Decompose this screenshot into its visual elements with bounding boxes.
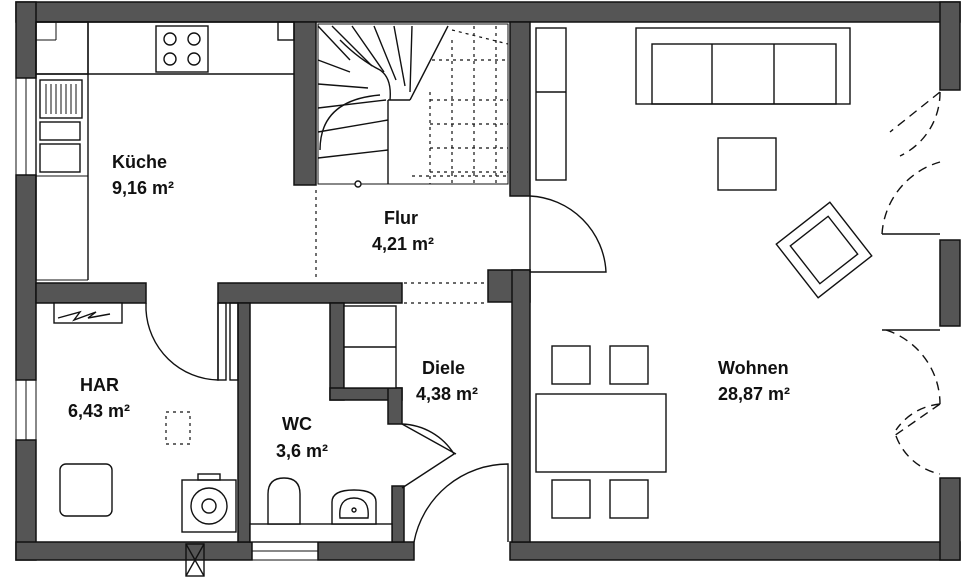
har-fixtures [53, 302, 237, 533]
door-patio-lower [885, 329, 941, 475]
room-name-kueche: Küche [112, 152, 167, 172]
heating-panel [53, 302, 123, 324]
outer-wall-right-mid [939, 239, 961, 327]
outer-wall-top [15, 1, 961, 23]
wc-fixtures [249, 477, 393, 543]
wall-kitchen-stair [293, 21, 317, 186]
sink-icon [39, 79, 83, 119]
dining-chair-1 [551, 345, 591, 385]
dishwasher-icon [39, 121, 81, 141]
room-area-wc: 3,6 m² [276, 441, 328, 461]
door-patio-upper [881, 91, 941, 235]
kitchen [35, 21, 317, 281]
diele-wardrobe [343, 305, 397, 389]
sideboard-icon [535, 27, 567, 181]
stove-icon [155, 25, 209, 73]
outer-wall-right-top [939, 1, 961, 91]
outer-wall-bottom-left [15, 541, 253, 561]
dining-chair-4 [609, 479, 649, 519]
kitchen-cabinet-right [277, 21, 295, 41]
room-area-kueche: 9,16 m² [112, 178, 174, 198]
outer-wall-bottom-right [509, 541, 961, 561]
door-entrance [413, 463, 509, 543]
sofa-icon [635, 27, 851, 105]
wall-stair-living [509, 21, 531, 197]
dining-chair-2 [609, 345, 649, 385]
room-area-diele: 4,38 m² [416, 384, 478, 404]
wall-living-left [511, 269, 531, 543]
washing-basin-icon [59, 463, 113, 517]
outer-wall-right-bottom [939, 477, 961, 561]
dining-chair-3 [551, 479, 591, 519]
room-name-wc: WC [282, 414, 312, 434]
wall-wc-top [217, 282, 403, 304]
room-name-har: HAR [80, 375, 119, 395]
room-area-wohnen: 28,87 m² [718, 384, 790, 404]
wall-har-top [35, 282, 147, 304]
doors [145, 91, 941, 543]
coffee-table-icon [717, 137, 777, 191]
outer-wall-left-upper [15, 1, 37, 79]
wall-har-wc [237, 302, 251, 543]
room-name-diele: Diele [422, 358, 465, 378]
wall-wc-diele-upper [329, 302, 345, 401]
room-area-flur: 4,21 m² [372, 234, 434, 254]
outer-wall-bottom-mid [317, 541, 415, 561]
toilet-icon [267, 477, 301, 525]
door-wc [401, 423, 457, 489]
wall-wc-diele-stub [387, 387, 403, 425]
armchair-icon [775, 201, 873, 299]
room-name-flur: Flur [384, 208, 418, 228]
kitchen-counter-corner [35, 21, 89, 75]
outer-wall-left-mid [15, 174, 37, 381]
har-exit-mark [185, 543, 205, 577]
staircase [317, 23, 509, 304]
wall-wc-diele-lower [391, 485, 405, 543]
basin-icon [331, 489, 377, 525]
living-furniture [535, 27, 873, 519]
dining-table-icon [535, 393, 667, 473]
oven-icon [39, 143, 81, 173]
stair-outline [317, 23, 509, 185]
room-labels: Küche 9,16 m² Flur 4,21 m² HAR 6,43 m² W… [68, 152, 790, 461]
wc-shelf [249, 523, 393, 543]
kitchen-counter [35, 21, 294, 280]
floor-drain-mark [165, 411, 191, 445]
room-area-har: 6,43 m² [68, 401, 130, 421]
room-name-wohnen: Wohnen [718, 358, 789, 378]
